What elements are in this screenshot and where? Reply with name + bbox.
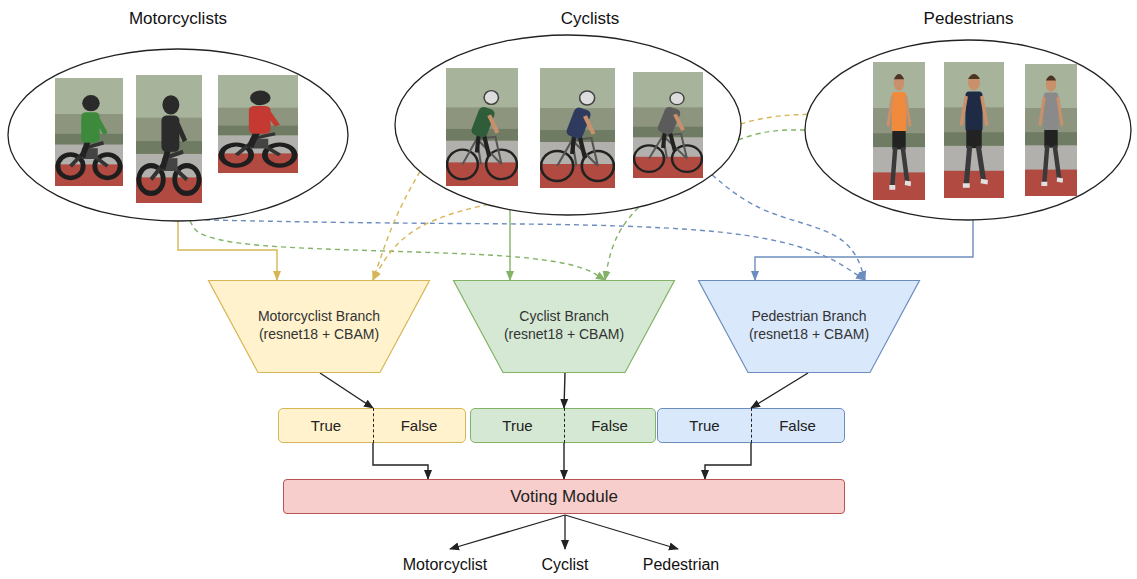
group-heading: Cyclists (395, 9, 741, 29)
ellipse-outline (8, 5, 348, 223)
false-label: False (373, 409, 465, 442)
photo-thumbnail (633, 72, 703, 178)
class-label: Motorcyclist (403, 556, 487, 573)
output-box: TrueFalse (278, 408, 466, 443)
output-box: TrueFalse (470, 408, 656, 443)
group-ellipse: Motorcyclists (8, 5, 348, 223)
connector-arrow (373, 172, 420, 280)
connector-arrow (564, 373, 565, 408)
photo-thumbnail (944, 62, 1004, 198)
group-ellipse: Cyclists (395, 5, 741, 217)
photo-thumbnail (218, 75, 298, 173)
ellipse-outline (805, 5, 1132, 222)
trapezoid-outline (454, 281, 675, 373)
photo-thumbnail (873, 62, 925, 200)
ellipse-outline (395, 5, 741, 217)
ellipse-ground (395, 35, 741, 215)
group-ellipse: Pedestrians (805, 5, 1132, 222)
trapezoid-outline (209, 281, 430, 373)
true-label: True (279, 409, 373, 442)
group-heading: Pedestrians (805, 9, 1132, 29)
output-box: TrueFalse (657, 408, 845, 443)
class-output: Motorcyclist (375, 556, 515, 574)
connector-arrow (563, 443, 564, 479)
group-heading: Motorcyclists (8, 9, 348, 29)
class-label: Pedestrian (643, 556, 720, 573)
class-output: Pedestrian (611, 556, 751, 574)
true-label: True (658, 409, 751, 442)
ellipse-ground (805, 40, 1131, 220)
module-label: Voting Module (510, 487, 618, 507)
connector-arrow (320, 373, 373, 408)
ellipse-outline (395, 35, 741, 215)
connector-arrow (751, 373, 808, 408)
false-label: False (751, 409, 844, 442)
divider-line (751, 408, 752, 443)
photo-thumbnail (55, 78, 123, 186)
ellipse-outline (805, 40, 1131, 220)
connector-arrow (509, 210, 510, 280)
voting-box: Voting Module (283, 479, 845, 514)
connector-arrow (178, 221, 277, 280)
photo-thumbnail (1025, 64, 1077, 196)
true-label: True (471, 409, 564, 442)
branch-trapezoid: Motorcyclist Branch (resnet18 + CBAM) (208, 280, 430, 373)
connector-arrow (373, 443, 428, 479)
divider-line (373, 408, 374, 443)
output-arrow (564, 515, 565, 549)
photo-thumbnail (540, 68, 615, 188)
false-label: False (564, 409, 655, 442)
output-arrow (450, 515, 565, 549)
branch-label: Cyclist Branch (resnet18 + CBAM) (494, 307, 634, 343)
photo-thumbnail (446, 68, 518, 186)
class-output: Cyclist (495, 556, 635, 574)
ellipse-ground (8, 49, 348, 221)
connector-arrow (190, 221, 605, 280)
connector-arrow (755, 220, 973, 280)
divider-line (564, 408, 565, 443)
connector-arrow (712, 175, 865, 280)
branch-label: Pedestrian Branch (resnet18 + CBAM) (739, 307, 879, 343)
ellipse-outline (8, 49, 348, 221)
connector-arrow (705, 443, 751, 479)
output-arrow (565, 515, 678, 549)
class-label: Cyclist (541, 556, 588, 573)
trapezoid-outline (699, 281, 920, 373)
connector-arrow (205, 220, 865, 280)
photo-thumbnail (136, 75, 202, 203)
branch-trapezoid: Cyclist Branch (resnet18 + CBAM) (453, 280, 675, 373)
branch-label: Motorcyclist Branch (resnet18 + CBAM) (249, 307, 389, 343)
branch-trapezoid: Pedestrian Branch (resnet18 + CBAM) (698, 280, 920, 373)
